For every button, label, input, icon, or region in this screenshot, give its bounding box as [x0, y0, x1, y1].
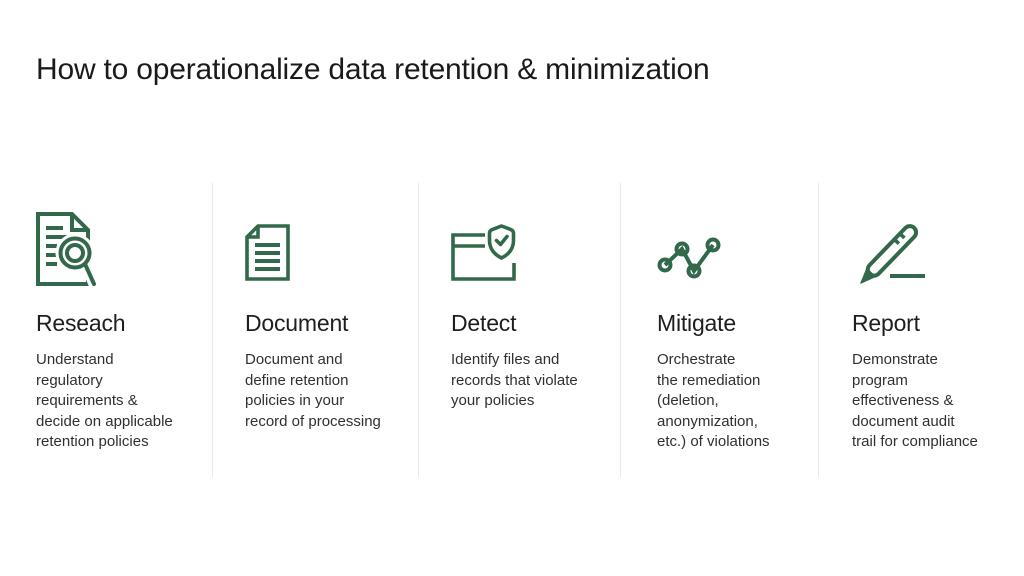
icon-box [451, 200, 621, 292]
document-lines-icon [245, 224, 290, 281]
page-title: How to operationalize data retention & m… [36, 53, 710, 86]
step-description: Identify files and records that violate … [451, 351, 578, 410]
step-column-mitigate: Mitigate Orchestrate the remediation (de… [657, 200, 827, 453]
icon-box [36, 200, 206, 292]
step-column-document: Document Document and define retention p… [245, 200, 415, 432]
column-divider [212, 183, 213, 477]
step-description: Demonstrate program effectiveness & docu… [852, 351, 978, 451]
chart-nodes-icon [657, 237, 721, 279]
step-heading: Mitigate [657, 310, 736, 336]
step-description: Orchestrate the remediation (deletion, a… [657, 351, 770, 451]
column-divider [418, 183, 419, 477]
step-description: Understand regulatory requirements & dec… [36, 351, 173, 451]
icon-box [657, 200, 827, 292]
icon-box [852, 200, 1022, 292]
column-divider [818, 183, 819, 477]
column-divider [620, 183, 621, 477]
step-heading: Reseach [36, 310, 126, 336]
icon-box [245, 200, 415, 292]
file-shield-check-icon [451, 224, 516, 281]
pencil-icon [860, 224, 925, 284]
step-heading: Document [245, 310, 349, 336]
step-heading: Detect [451, 310, 517, 336]
step-column-research: Reseach Understand regulatory requiremen… [36, 200, 206, 453]
document-search-icon [36, 212, 98, 290]
step-column-detect: Detect Identify files and records that v… [451, 200, 621, 412]
step-description: Document and define retention policies i… [245, 351, 381, 430]
step-heading: Report [852, 310, 920, 336]
step-column-report: Report Demonstrate program effectiveness… [852, 200, 1022, 453]
